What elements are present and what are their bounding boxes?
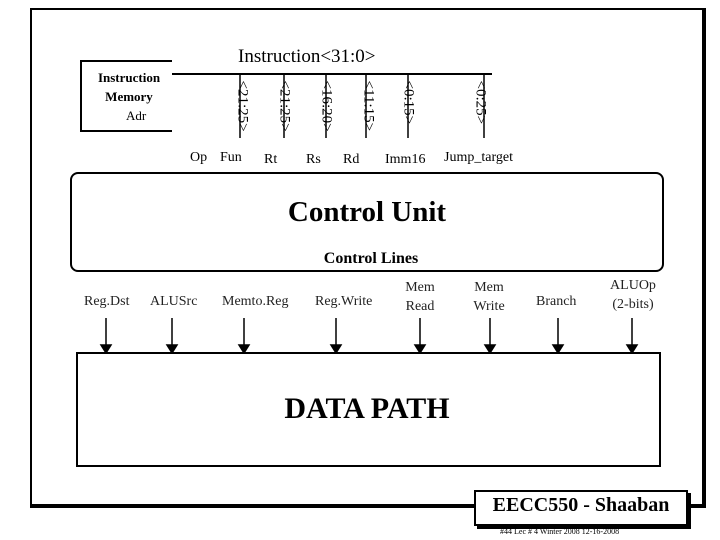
control-unit-title: Control Unit bbox=[287, 196, 447, 228]
instruction-bus-label: Instruction<31:0> bbox=[238, 46, 376, 67]
signal-memwrite: Mem Write bbox=[473, 280, 505, 314]
signal-regwrite: Reg.Write bbox=[315, 294, 373, 309]
field-label-op: Op bbox=[190, 150, 208, 165]
arrow-branch bbox=[551, 344, 565, 355]
field-label-imm16: Imm16 bbox=[385, 152, 426, 167]
arrow-regwrite bbox=[329, 344, 343, 355]
arrow-memwrite bbox=[483, 344, 497, 355]
signal-alusrc: ALUSrc bbox=[150, 294, 198, 309]
arrow-alusrc bbox=[165, 344, 179, 355]
signal-branch: Branch bbox=[536, 294, 577, 309]
slide-footer: #44 Lec # 4 Winter 2008 12-16-2008 bbox=[500, 527, 620, 536]
control-unit-box bbox=[70, 172, 664, 272]
slide-frame bbox=[30, 8, 706, 508]
field-bits-rt: <21:25> bbox=[276, 80, 293, 132]
arrow-memread bbox=[413, 344, 427, 355]
instruction-memory-adr: Adr bbox=[126, 108, 147, 123]
signal-regdst: Reg.Dst bbox=[84, 294, 130, 309]
course-badge bbox=[474, 490, 688, 526]
field-bits-rd: <11:15> bbox=[360, 80, 377, 132]
instruction-memory-title: Instruction Memory bbox=[97, 70, 161, 104]
signal-aluop: ALUOp (2-bits) bbox=[610, 278, 656, 312]
instruction-memory-box: Instruction Memory Adr bbox=[80, 60, 172, 132]
datapath-box bbox=[76, 352, 661, 467]
arrow-aluop bbox=[625, 344, 639, 355]
signal-memtoreg: Memto.Reg bbox=[222, 294, 289, 309]
field-label-rd: Rd bbox=[343, 152, 360, 167]
field-bits-rs: <16:20> bbox=[318, 80, 335, 132]
datapath-title: DATA PATH bbox=[284, 392, 450, 425]
field-label-jump-target: Jump_target bbox=[444, 150, 513, 165]
field-label-rs: Rs bbox=[306, 152, 321, 167]
control-lines-label: Control Lines bbox=[323, 250, 419, 267]
arrow-regdst bbox=[99, 344, 113, 355]
field-bits-jump: <0:25> bbox=[472, 80, 489, 125]
field-label-rt: Rt bbox=[264, 152, 278, 167]
field-bits-imm16: <0:15> bbox=[400, 80, 417, 125]
course-badge-title: EECC550 - Shaaban bbox=[492, 494, 670, 516]
field-label-fun: Fun bbox=[220, 150, 242, 165]
control-arrows bbox=[99, 318, 639, 355]
arrow-memtoreg bbox=[237, 344, 251, 355]
signal-memread: Mem Read bbox=[405, 280, 435, 314]
field-bits-op: <21:25> bbox=[234, 80, 251, 132]
